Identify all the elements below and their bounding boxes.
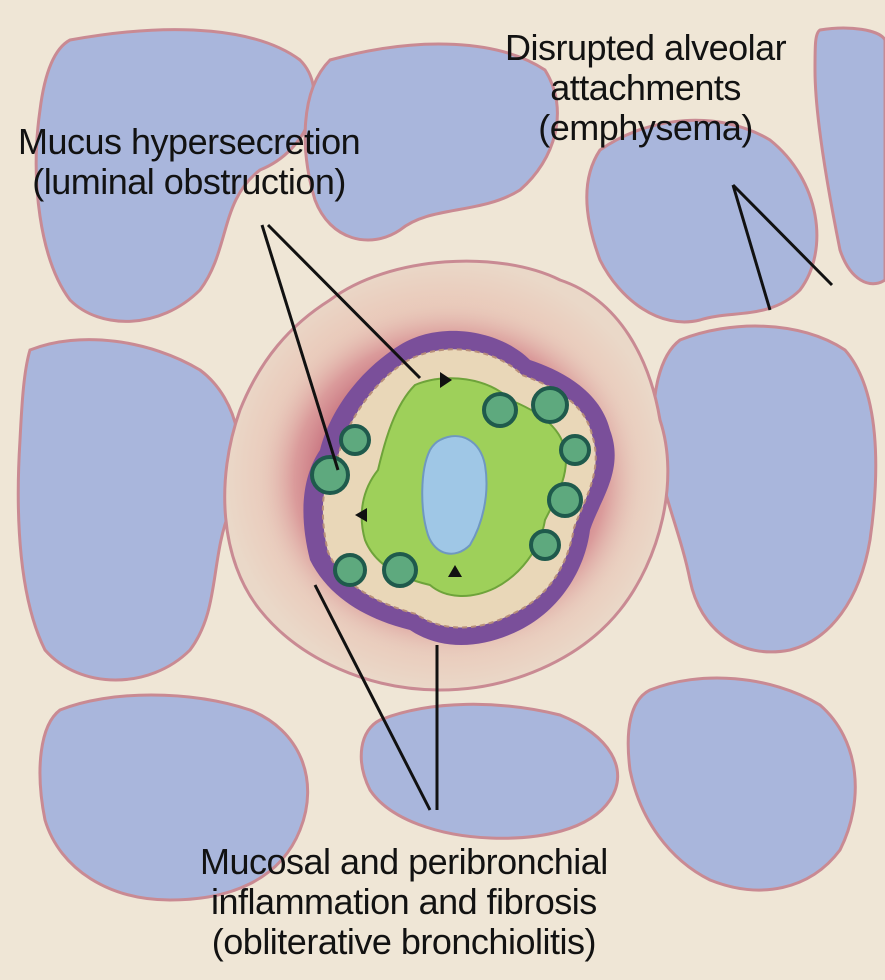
label-line: attachments: [505, 68, 786, 108]
label-line: inflammation and fibrosis: [200, 882, 608, 922]
label-line: (obliterative bronchiolitis): [200, 922, 608, 962]
label-line: Mucosal and peribronchial: [200, 842, 608, 882]
gland: [384, 554, 416, 586]
gland: [484, 394, 516, 426]
gland: [533, 388, 567, 422]
label-line: Disrupted alveolar: [505, 28, 786, 68]
label-mucosal-inflammation-fibrosis: Mucosal and peribronchial inflammation a…: [200, 842, 608, 962]
gland: [341, 426, 369, 454]
gland: [335, 555, 365, 585]
label-line: (luminal obstruction): [18, 162, 360, 202]
gland: [549, 484, 581, 516]
alveolus-top-right: [587, 120, 817, 322]
label-line: Mucus hypersecretion: [18, 122, 360, 162]
label-disrupted-alveolar-attachments: Disrupted alveolar attachments (emphysem…: [505, 28, 786, 148]
gland: [531, 531, 559, 559]
gland: [561, 436, 589, 464]
label-line: (emphysema): [505, 108, 786, 148]
gland: [312, 457, 348, 493]
label-mucus-hypersecretion: Mucus hypersecretion (luminal obstructio…: [18, 122, 360, 202]
